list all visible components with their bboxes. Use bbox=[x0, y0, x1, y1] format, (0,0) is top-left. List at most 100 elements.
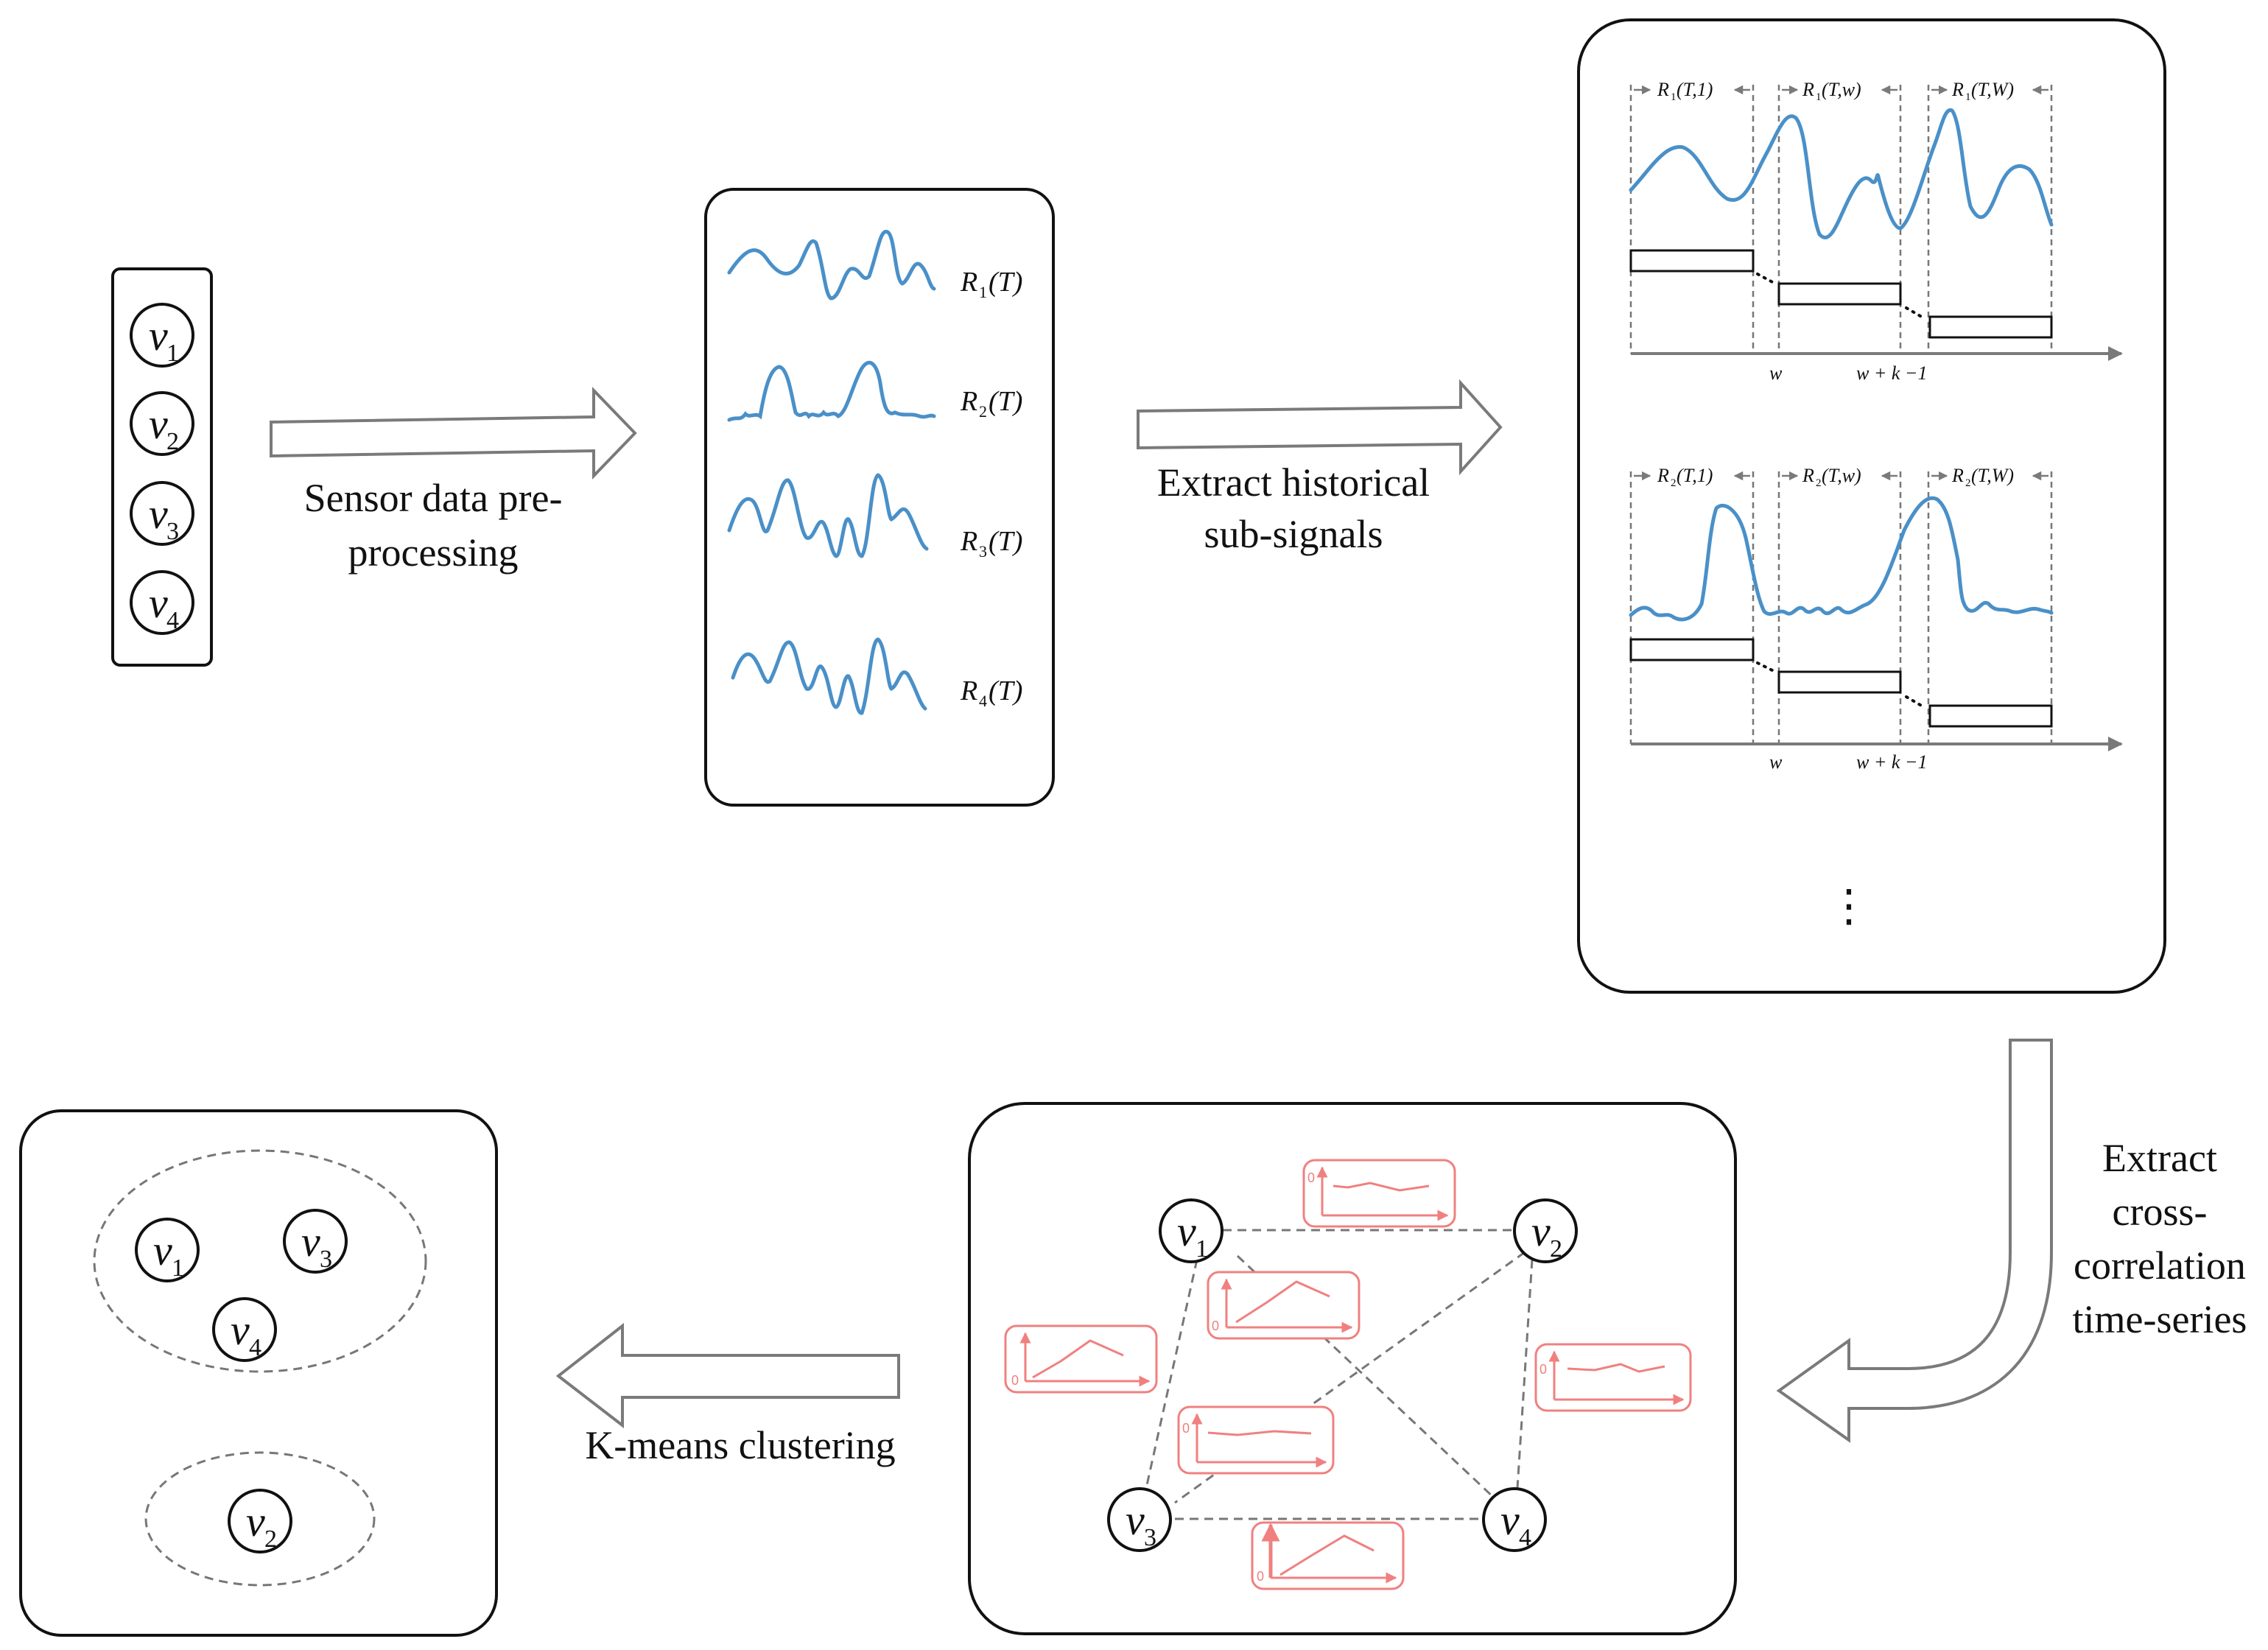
node-label: v bbox=[149, 579, 168, 627]
node-subscript: 2 bbox=[1550, 1235, 1562, 1263]
node-label: v bbox=[149, 490, 168, 538]
node-v4: v 4 bbox=[130, 570, 194, 635]
sensor-panel: v 1 v 2 v 3 v 4 bbox=[111, 267, 213, 667]
extract-subsignals-label-line1: Extract historical bbox=[1157, 460, 1430, 505]
window-plot-r2: R 2 (T,1) R 2 (T,w) R 2 (T,W) bbox=[1629, 465, 2123, 773]
xcorr-chart-v2-v3: 0 bbox=[1177, 1405, 1335, 1475]
svg-text:1: 1 bbox=[1816, 91, 1822, 103]
node-subscript: 1 bbox=[172, 1254, 184, 1282]
window-label-r2-1: R 2 (T,1) bbox=[1657, 465, 1713, 489]
axis-tick-w: w bbox=[1769, 751, 1783, 773]
xcorr-zero: 0 bbox=[1182, 1421, 1190, 1436]
graph-node-v1: v 1 bbox=[1159, 1198, 1223, 1263]
cluster-node-v2: v 2 bbox=[228, 1489, 292, 1554]
extract-subsignals-arrow: Extract historical sub-signals bbox=[1137, 379, 1503, 556]
node-label: v bbox=[231, 1306, 250, 1354]
window-label-r1-w: R 1 (T,w) bbox=[1802, 79, 1861, 103]
svg-text:(T,w): (T,w) bbox=[1822, 79, 1861, 100]
xcorr-zero: 0 bbox=[1257, 1569, 1264, 1584]
svg-text:2: 2 bbox=[979, 402, 987, 421]
extract-crosscorr-label-line3: correlation bbox=[2074, 1243, 2246, 1288]
node-v2: v 2 bbox=[130, 391, 194, 456]
crosscorr-panel: v 1 v 2 v 3 v 4 0 bbox=[968, 1102, 1737, 1635]
xcorr-zero: 0 bbox=[1307, 1170, 1315, 1185]
cluster-node-v4: v 4 bbox=[212, 1297, 277, 1362]
extract-crosscorr-arrow: Extract cross- correlation time-series bbox=[1776, 1039, 2247, 1443]
svg-text:(T,w): (T,w) bbox=[1822, 465, 1861, 486]
extract-crosscorr-label-line2: cross- bbox=[2113, 1190, 2208, 1234]
svg-text:(T): (T) bbox=[989, 386, 1022, 417]
axis-tick-wk: w + k −1 bbox=[1856, 362, 1927, 384]
node-subscript: 1 bbox=[166, 340, 179, 367]
window-label-r2-W: R 2 (T,W) bbox=[1951, 465, 2014, 489]
node-subscript: 4 bbox=[166, 607, 179, 634]
svg-text:R: R bbox=[960, 386, 977, 417]
window-plot-r1: R 1 (T,1) R 1 (T,w) R 1 (T,W) bbox=[1629, 79, 2123, 384]
graph-node-v4: v 4 bbox=[1482, 1487, 1547, 1552]
node-subscript: 3 bbox=[1144, 1524, 1156, 1551]
clusters-panel: v 1 v 3 v 4 v 2 bbox=[19, 1109, 498, 1637]
cluster-node-v1: v 1 bbox=[135, 1218, 200, 1282]
node-label: v bbox=[246, 1498, 265, 1545]
node-v3: v 3 bbox=[130, 481, 194, 546]
cluster-node-v3: v 3 bbox=[283, 1209, 348, 1274]
node-subscript: 4 bbox=[249, 1334, 261, 1361]
windows-panel: R 1 (T,1) R 1 (T,w) R 1 (T,W) bbox=[1577, 18, 2166, 994]
svg-text:1: 1 bbox=[979, 283, 987, 301]
signal-label-r1: R 1 (T) bbox=[960, 267, 1022, 301]
svg-text:(T,1): (T,1) bbox=[1677, 465, 1713, 486]
signal-curve-r3 bbox=[727, 473, 929, 558]
signals-panel: R 1 (T) R 2 (T) R 3 (T) R 4 (T) bbox=[704, 188, 1055, 807]
svg-text:2: 2 bbox=[1816, 477, 1822, 489]
node-subscript: 1 bbox=[1196, 1235, 1208, 1263]
node-label: v bbox=[153, 1226, 172, 1274]
signal-label-r2: R 2 (T) bbox=[960, 386, 1022, 421]
preprocess-label-line1: Sensor data pre- bbox=[304, 476, 563, 520]
extract-crosscorr-label-line4: time-series bbox=[2073, 1297, 2247, 1341]
node-label: v bbox=[1126, 1496, 1145, 1544]
node-label: v bbox=[149, 312, 168, 359]
svg-text:2: 2 bbox=[1671, 477, 1677, 489]
axis-tick-wk: w + k −1 bbox=[1856, 751, 1927, 773]
node-label: v bbox=[301, 1218, 320, 1265]
xcorr-chart-v3-v4: 0 bbox=[1251, 1521, 1405, 1590]
window-label-r1-1: R 1 (T,1) bbox=[1657, 79, 1713, 103]
window-label-r1-W: R 1 (T,W) bbox=[1951, 79, 2014, 103]
xcorr-chart-v2-v4: 0 bbox=[1534, 1343, 1692, 1412]
signal-label-r3: R 3 (T) bbox=[960, 526, 1022, 561]
cluster-2 bbox=[144, 1451, 376, 1587]
node-label: v bbox=[149, 400, 168, 448]
signal-curve-r2 bbox=[727, 360, 936, 422]
node-label: v bbox=[1500, 1496, 1520, 1544]
xcorr-chart-v1-v4: 0 bbox=[1207, 1271, 1361, 1340]
signal-curve-r4 bbox=[731, 637, 927, 715]
graph-node-v3: v 3 bbox=[1107, 1487, 1172, 1552]
window-label-r2-w: R 2 (T,w) bbox=[1802, 465, 1861, 489]
svg-text:3: 3 bbox=[979, 542, 987, 561]
svg-text:1: 1 bbox=[1671, 91, 1677, 103]
svg-text:(T,W): (T,W) bbox=[1971, 79, 2014, 100]
node-subscript: 3 bbox=[320, 1246, 332, 1273]
svg-text:R: R bbox=[960, 267, 977, 298]
xcorr-zero: 0 bbox=[1212, 1319, 1219, 1333]
signal-label-r4: R 4 (T) bbox=[960, 675, 1022, 710]
svg-text:(T): (T) bbox=[989, 675, 1022, 706]
vertical-ellipsis: ⋮ bbox=[1827, 882, 1871, 930]
svg-text:R: R bbox=[960, 675, 977, 706]
extract-subsignals-label-line2: sub-signals bbox=[1204, 512, 1383, 556]
svg-text:R: R bbox=[1657, 465, 1669, 486]
node-subscript: 2 bbox=[264, 1526, 277, 1553]
svg-text:2: 2 bbox=[1965, 477, 1971, 489]
kmeans-label: K-means clustering bbox=[585, 1423, 895, 1467]
node-label: v bbox=[1531, 1207, 1551, 1255]
cluster-1 bbox=[93, 1149, 427, 1373]
node-subscript: 2 bbox=[166, 428, 179, 455]
graph-node-v2: v 2 bbox=[1513, 1198, 1578, 1263]
svg-text:R: R bbox=[1951, 79, 1964, 100]
svg-text:1: 1 bbox=[1965, 91, 1971, 103]
node-label: v bbox=[1177, 1207, 1196, 1255]
kmeans-arrow: K-means clustering bbox=[555, 1322, 900, 1467]
svg-text:4: 4 bbox=[979, 692, 987, 710]
preprocess-label-line2: processing bbox=[348, 530, 519, 575]
